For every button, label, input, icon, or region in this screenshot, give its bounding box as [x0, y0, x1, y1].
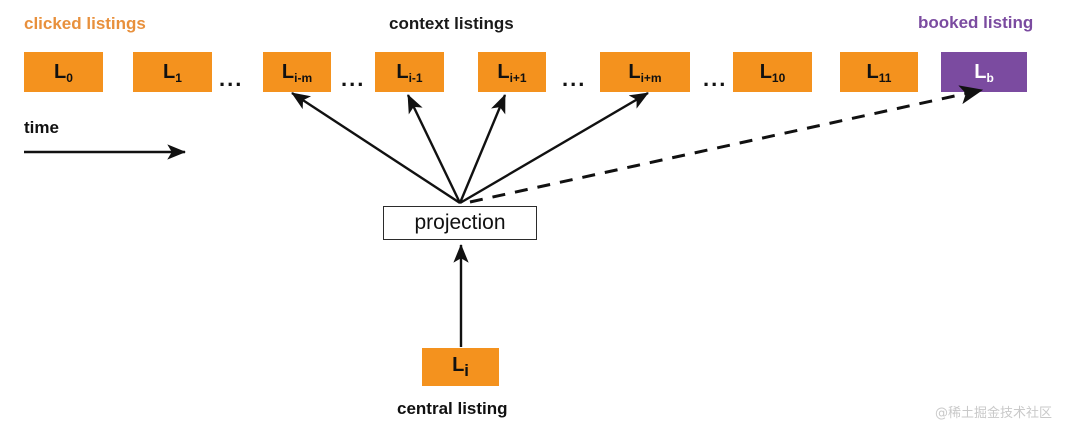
projection-box: projection — [383, 206, 537, 240]
sequence-ellipsis: ... — [703, 66, 728, 91]
arrow-projection-to-context-i-minus-m — [291, 91, 461, 205]
section-title-context-listings: context listings — [389, 14, 514, 33]
central-listing-box: Li — [422, 348, 499, 386]
listing-box-label: L1 — [163, 61, 182, 85]
listing-box-l-11: L11 — [840, 52, 918, 92]
listing-box-label: L10 — [759, 61, 786, 85]
arrow-projection-to-context-i-plus-1 — [458, 94, 507, 204]
listing-box-label: Li+m — [628, 61, 662, 85]
section-title-clicked-listings: clicked listings — [24, 14, 146, 33]
listing-box-l-iminusm: Li-m — [263, 52, 331, 92]
central-listing-caption: central listing — [397, 399, 508, 418]
listing-box-label: L11 — [866, 61, 892, 85]
watermark: @稀土掘金技术社区 — [934, 406, 1052, 421]
sequence-ellipsis: ... — [219, 66, 244, 91]
arrow-projection-to-context-i-minus-1 — [406, 94, 462, 204]
listing-box-l-iplusm: Li+m — [600, 52, 690, 92]
central-listing-label: Li — [452, 353, 469, 380]
listing-box-label: Li-m — [281, 61, 313, 85]
listing-box-label: L0 — [54, 61, 73, 85]
arrow-projection-to-context-i-plus-m — [459, 91, 649, 205]
listing-box-l-iminus1: Li-1 — [375, 52, 444, 92]
sequence-ellipsis: ... — [562, 66, 587, 91]
listing-box-l-10: L10 — [733, 52, 812, 92]
section-title-booked-listing: booked listing — [918, 13, 1034, 32]
projection-box-label: projection — [414, 211, 506, 234]
listing-box-l-1: L1 — [133, 52, 212, 92]
listing-box-l-iplus1: Li+1 — [478, 52, 546, 92]
listing-box-l-0: L0 — [24, 52, 103, 92]
time-axis-label: time — [24, 118, 59, 137]
sequence-ellipsis: ... — [341, 66, 366, 91]
listing-box-l-b: Lb — [941, 52, 1027, 92]
listing-box-label: Lb — [974, 61, 994, 85]
listing-box-label: Li+1 — [497, 61, 527, 85]
arrow-projection-to-booked — [469, 85, 984, 204]
listing-box-label: Li-1 — [396, 61, 423, 85]
